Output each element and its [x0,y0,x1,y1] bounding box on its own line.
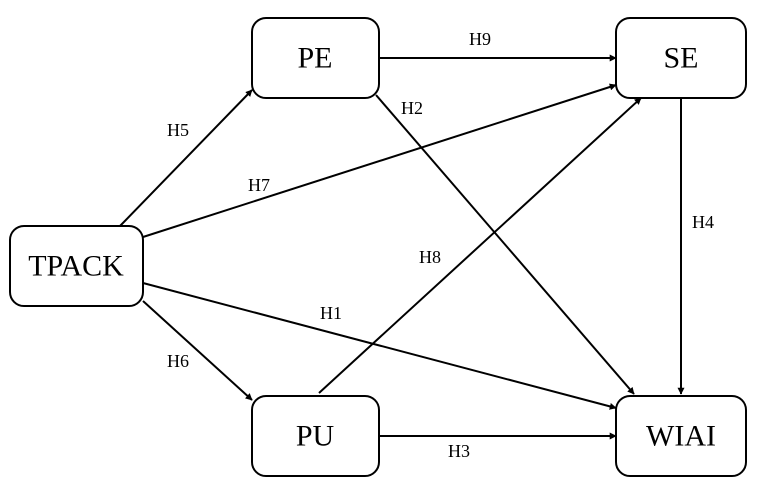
node-se-label: SE [663,42,698,75]
edge-h7-label: H7 [248,175,270,195]
edge-h2 [375,94,635,395]
edge-h6 [142,300,253,401]
edge-h2-label: H2 [401,98,423,118]
edge-h9-label: H9 [469,29,491,49]
edge-h7 [142,83,617,238]
edge-h6-label: H6 [167,351,189,371]
node-pe-label: PE [297,42,332,75]
node-tpack: TPACK [9,225,144,307]
node-se: SE [615,17,747,99]
edge-h5-label: H5 [167,120,189,140]
edge-h4-label: H4 [692,212,714,232]
edge-h3-label: H3 [448,441,470,461]
edge-h1-label: H1 [320,303,342,323]
node-tpack-label: TPACK [28,250,124,283]
node-pu-label: PU [296,420,335,453]
node-wiai: WIAI [615,395,747,477]
edge-h8 [318,97,642,394]
node-wiai-label: WIAI [646,420,716,453]
edge-h1 [142,282,617,410]
node-pu: PU [251,395,380,477]
edge-h5 [119,89,253,227]
node-pe: PE [251,17,380,99]
edge-h8-label: H8 [419,247,441,267]
